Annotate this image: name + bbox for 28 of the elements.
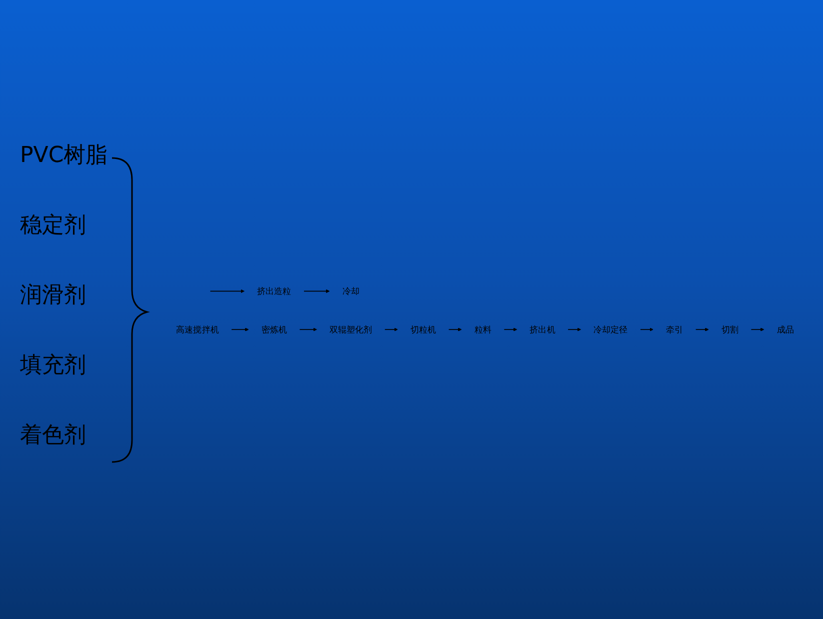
material-label: 润滑剂 (20, 282, 86, 310)
arrow (304, 288, 330, 293)
node-text: 挤出机 (530, 324, 556, 334)
node-text: 挤出造粒 (257, 286, 292, 296)
arrow (640, 327, 654, 332)
arrow (210, 288, 245, 293)
node-text: 冷却定径 (594, 324, 628, 334)
arrow (299, 327, 317, 332)
node-text: 切粒机 (410, 324, 436, 334)
arrow (384, 327, 398, 332)
arrow (750, 327, 764, 332)
arrow (568, 327, 581, 332)
node-text: 冷却 (342, 286, 360, 296)
node-text: 密炼机 (261, 324, 287, 334)
material-label: PVC树脂 (20, 142, 108, 170)
material-label: 填充剂 (20, 352, 86, 380)
arrow (448, 327, 462, 332)
material-label: 着色剂 (20, 422, 86, 450)
node-text: 粒料 (474, 324, 492, 334)
node-text: 高速搅拌机 (176, 324, 219, 334)
arrow (504, 327, 518, 332)
node-text: 牵引 (666, 324, 684, 334)
arrow (695, 327, 709, 332)
node-text: 成品 (776, 324, 794, 334)
node-text: 切割 (721, 324, 738, 334)
arrow (231, 327, 249, 332)
material-label: 稳定剂 (20, 212, 86, 240)
node-text: 双辊塑化剂 (330, 324, 372, 334)
